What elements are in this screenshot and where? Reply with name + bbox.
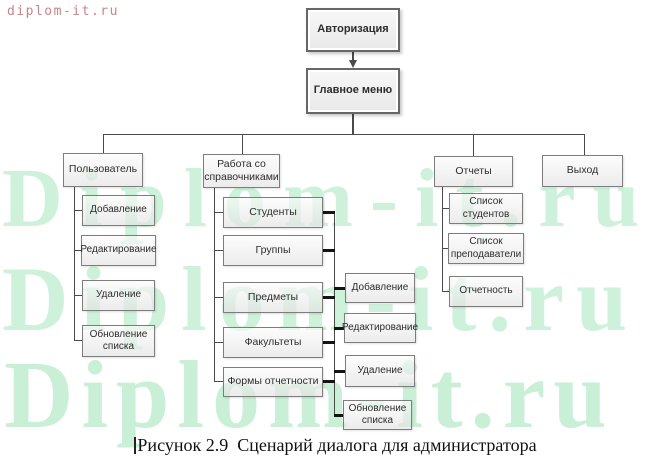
connector-user-stub-2 bbox=[74, 250, 82, 252]
connector-subjects-to-spine bbox=[323, 296, 335, 299]
connector-spine-to-delete bbox=[334, 370, 345, 373]
connector-menu-drop bbox=[352, 114, 354, 134]
connector-reports-spine bbox=[442, 187, 444, 292]
node-exit[interactable]: Выход bbox=[542, 155, 623, 187]
connector-user-spine bbox=[74, 187, 76, 341]
node-user-action-delete[interactable]: Удаление bbox=[82, 280, 155, 311]
connector-arrowhead-down bbox=[348, 60, 357, 68]
node-user-action-add[interactable]: Добавление bbox=[82, 195, 155, 226]
connector-user-stub-4 bbox=[74, 340, 82, 342]
node-authorization[interactable]: Авторизация bbox=[306, 8, 400, 52]
watermark-corner: diplom-it.ru bbox=[7, 4, 119, 19]
figure-caption[interactable]: Рисунок 2.9 Сценарий диалога для админис… bbox=[137, 435, 537, 455]
node-ref-action-refresh-list[interactable]: Обновление списка bbox=[343, 400, 412, 430]
text-cursor bbox=[134, 437, 136, 454]
connector-reports-stub-1 bbox=[442, 208, 449, 210]
connector-ref-stub-2 bbox=[214, 250, 223, 252]
node-ref-action-add[interactable]: Добавление bbox=[345, 273, 415, 303]
node-user-action-edit[interactable]: Редактирование bbox=[80, 235, 157, 266]
connector-drop-user bbox=[103, 134, 105, 153]
connector-ref-stub-3 bbox=[214, 297, 223, 299]
connector-drop-reports bbox=[473, 134, 475, 156]
connector-spine-to-edit bbox=[334, 327, 345, 330]
node-report-reporting[interactable]: Отчетность bbox=[449, 276, 523, 307]
node-report-teacher-list[interactable]: Список преподаватели bbox=[448, 233, 524, 264]
node-reports[interactable]: Отчеты bbox=[434, 156, 513, 187]
node-ref-faculties[interactable]: Факультеты bbox=[223, 327, 323, 358]
connector-groups-to-spine bbox=[323, 249, 335, 252]
node-user-action-refresh-list[interactable]: Обновление списка bbox=[82, 325, 155, 357]
connector-reports-stub-2 bbox=[442, 248, 449, 250]
node-report-student-list[interactable]: Список студентов bbox=[449, 193, 523, 224]
connector-split-bar bbox=[103, 134, 585, 136]
connector-ref-spine bbox=[214, 188, 216, 382]
connector-ref-stub-5 bbox=[214, 381, 223, 383]
node-ref-students[interactable]: Студенты bbox=[223, 197, 323, 228]
node-references[interactable]: Работа со справочниками bbox=[203, 154, 280, 188]
node-ref-action-delete[interactable]: Удаление bbox=[345, 355, 415, 387]
connector-spine-to-add bbox=[334, 287, 345, 290]
node-ref-report-forms[interactable]: Формы отчетности bbox=[223, 367, 323, 397]
node-main-menu[interactable]: Главное меню bbox=[306, 68, 400, 114]
connector-drop-references bbox=[242, 134, 244, 155]
connector-user-stub-3 bbox=[74, 295, 82, 297]
connector-spine-to-refresh bbox=[334, 414, 344, 417]
connector-auth-menu bbox=[352, 52, 354, 61]
connector-students-to-spine bbox=[323, 211, 335, 214]
node-user[interactable]: Пользователь bbox=[63, 153, 143, 187]
connector-ref-stub-4 bbox=[214, 342, 223, 344]
connector-faculties-to-spine bbox=[323, 341, 335, 344]
connector-user-stub-1 bbox=[74, 210, 82, 212]
connector-drop-exit bbox=[584, 134, 586, 155]
connector-actions-spine bbox=[334, 212, 336, 416]
node-ref-subjects[interactable]: Предметы bbox=[223, 282, 323, 313]
node-ref-action-edit[interactable]: Редактирование bbox=[342, 313, 418, 343]
node-ref-groups[interactable]: Группы bbox=[223, 235, 323, 266]
connector-reports-stub-3 bbox=[442, 291, 449, 293]
connector-ref-stub-1 bbox=[214, 212, 223, 214]
connector-forms-to-spine bbox=[323, 380, 335, 383]
